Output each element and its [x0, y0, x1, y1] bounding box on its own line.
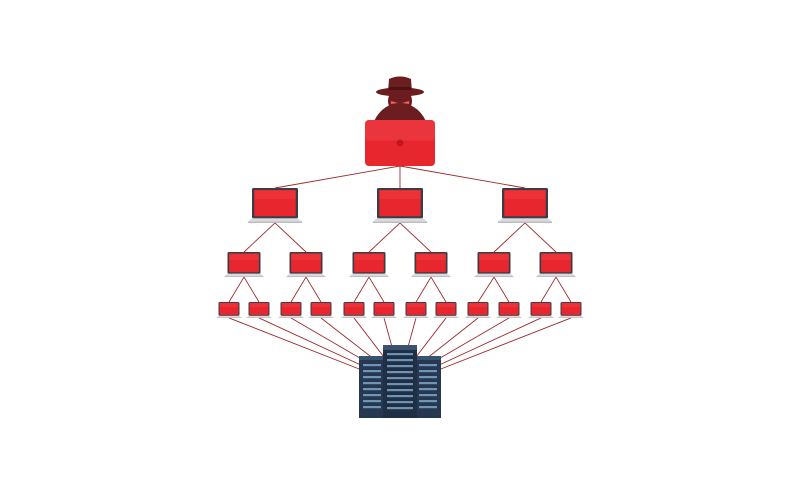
laptop-level-1-1: [247, 188, 303, 223]
server-rack-icon: [359, 345, 441, 418]
laptop-level-2-2: [286, 252, 326, 278]
network-nodes: [216, 76, 584, 418]
laptop-level-1-3: [497, 188, 553, 223]
laptop-level-2-1: [224, 252, 264, 278]
laptop-level-2-3: [349, 252, 389, 278]
laptop-level-3-3: [278, 302, 304, 318]
laptop-level-3-1: [216, 302, 242, 318]
laptop-level-3-5: [341, 302, 367, 318]
laptop-level-3-6: [371, 302, 397, 318]
laptop-level-2-6: [536, 252, 576, 278]
laptop-level-3-2: [246, 302, 272, 318]
laptop-level-1-2: [372, 188, 428, 223]
laptop-level-2-4: [411, 252, 451, 278]
laptop-level-3-12: [558, 302, 584, 318]
hacker-laptop-icon: [365, 76, 435, 166]
hacker-icon: [372, 76, 428, 126]
laptop-level-3-11: [528, 302, 554, 318]
laptop-level-3-8: [433, 302, 459, 318]
laptop-level-3-7: [403, 302, 429, 318]
laptop-level-3-4: [308, 302, 334, 318]
laptop-level-3-9: [465, 302, 491, 318]
laptop-level-3-10: [496, 302, 522, 318]
laptop-level-2-5: [474, 252, 514, 278]
